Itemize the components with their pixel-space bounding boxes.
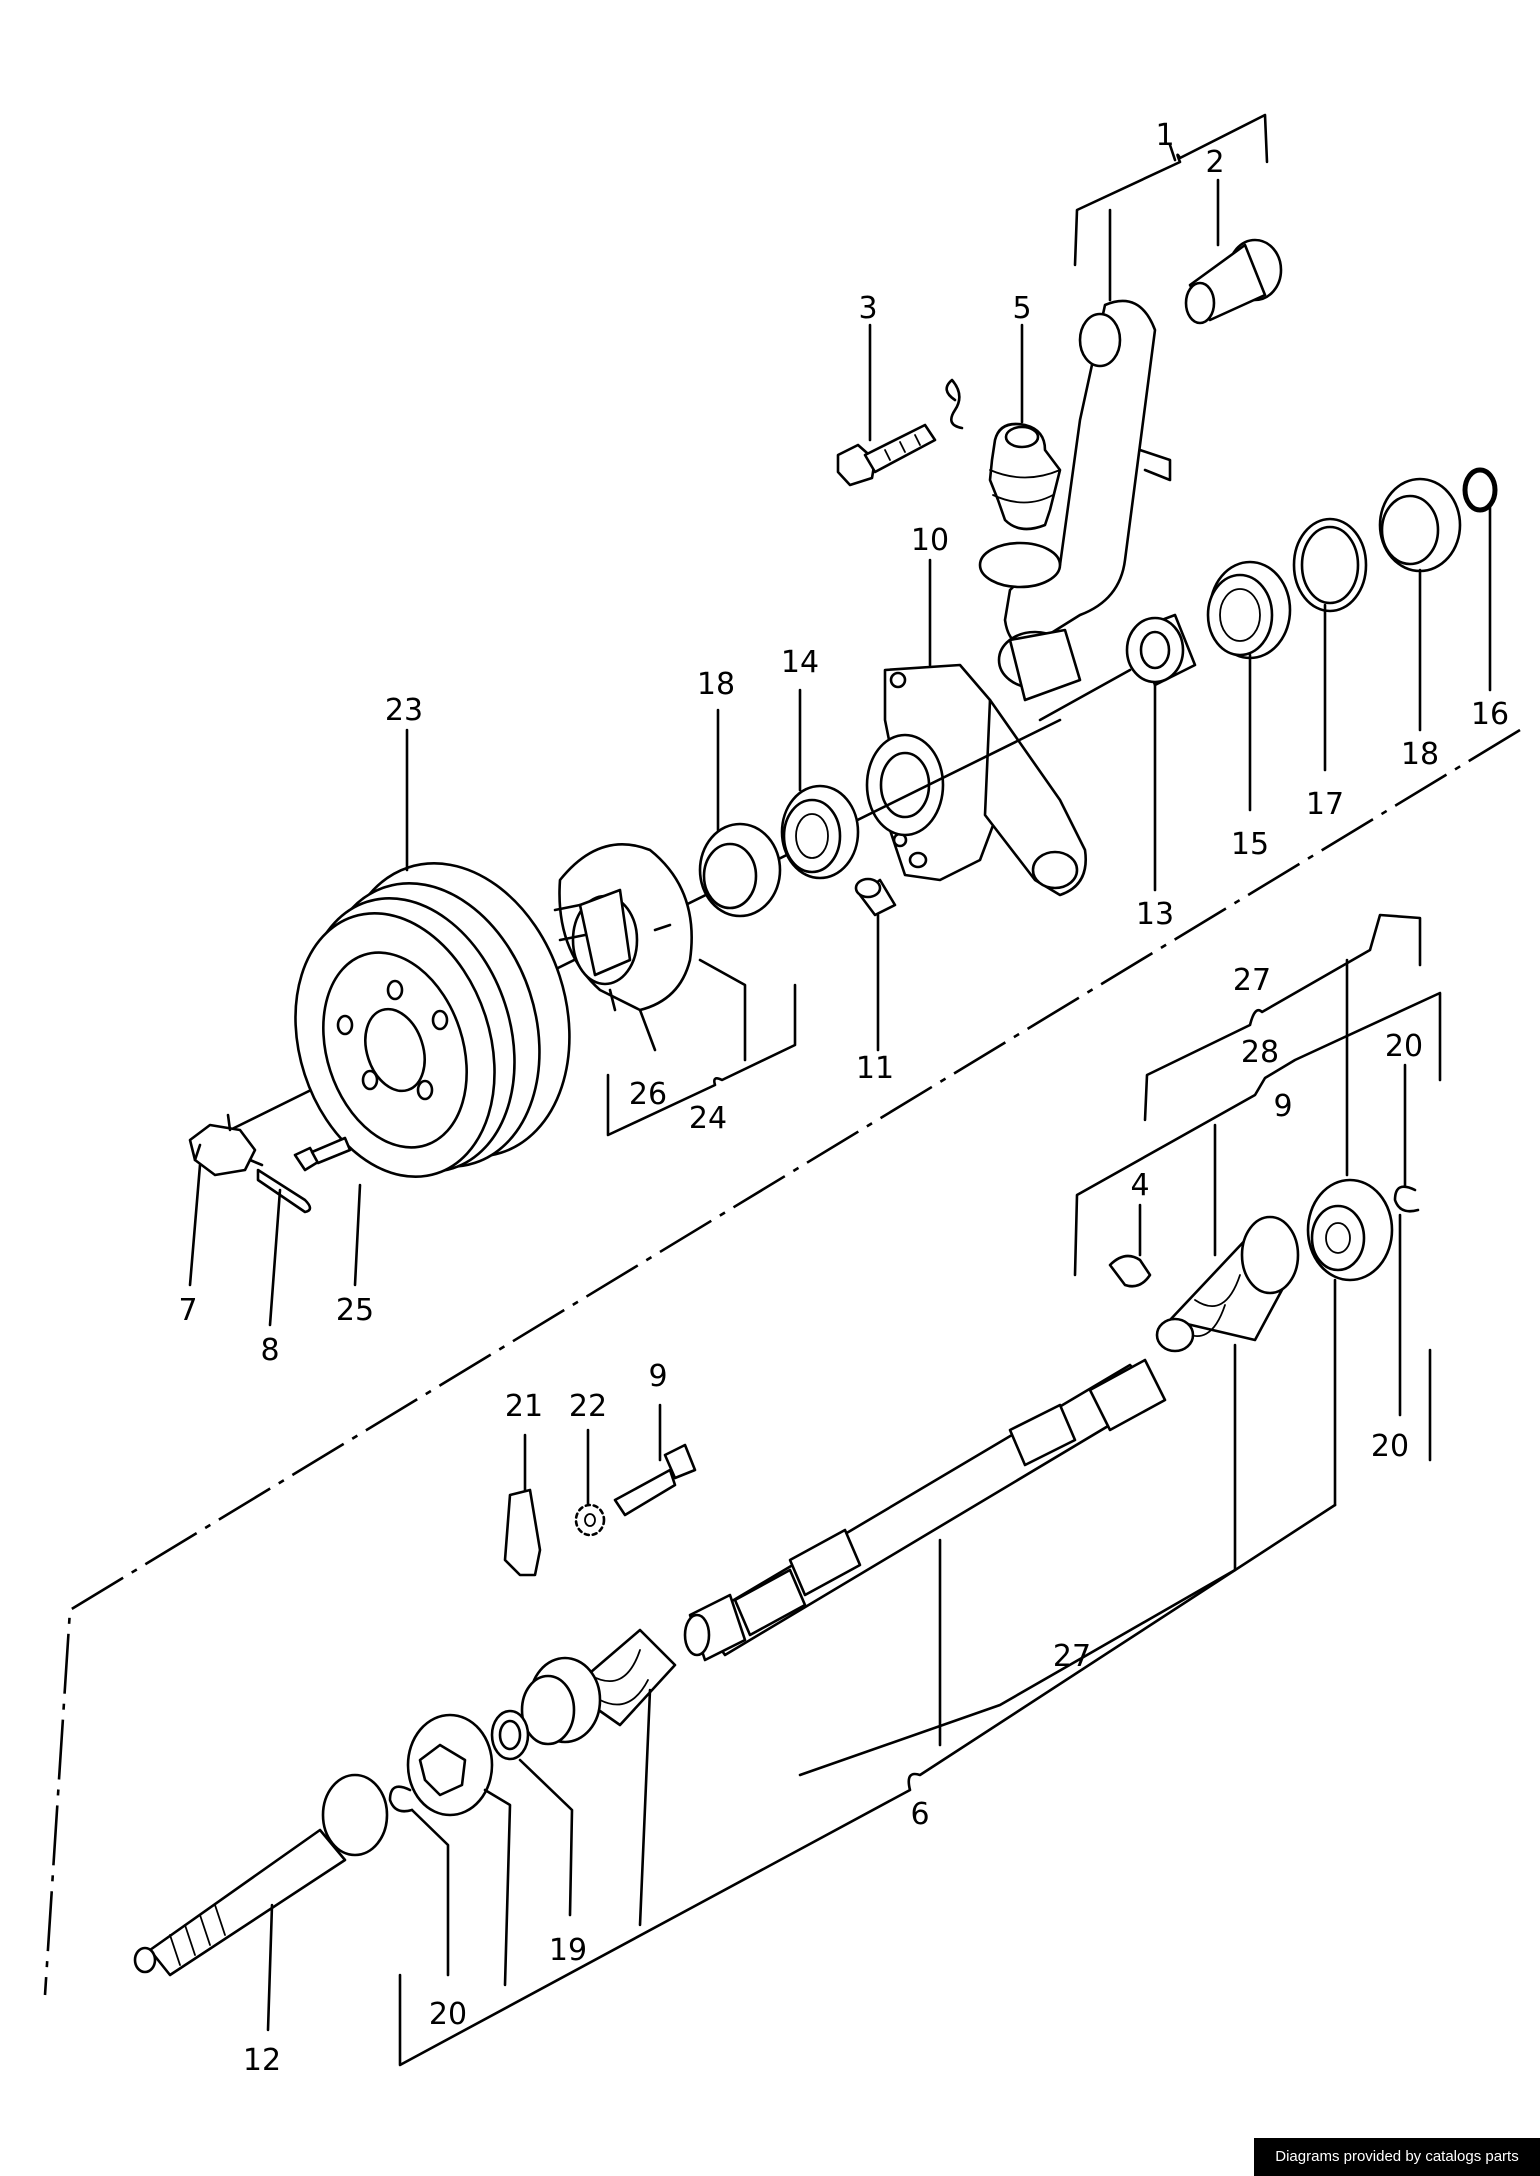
bolt-3 — [836, 423, 937, 487]
leader-12 — [266, 1903, 274, 2032]
label-18-left: 18 — [697, 667, 735, 702]
label-27-lower: 27 — [1053, 1639, 1091, 1674]
label-20-upper: 20 — [1385, 1029, 1423, 1064]
label-22: 22 — [569, 1389, 607, 1424]
bracket-20-right — [1333, 1213, 1432, 1507]
label-13: 13 — [1136, 897, 1174, 932]
hub-26 — [553, 842, 693, 1012]
label-17: 17 — [1306, 787, 1344, 822]
bracket-28-9 — [1073, 991, 1442, 1277]
leader-8 — [268, 1188, 282, 1327]
bearing-15 — [1206, 560, 1292, 660]
bolt-25 — [293, 1136, 352, 1172]
label-11: 11 — [856, 1051, 894, 1086]
leader-1 — [1168, 143, 1177, 162]
brake-drum-23 — [294, 862, 571, 1179]
pin-11 — [854, 877, 897, 917]
label-20-lower: 20 — [429, 1997, 467, 2032]
label-26: 26 — [629, 1077, 667, 1112]
label-27-upper: 27 — [1233, 963, 1271, 998]
label-24: 24 — [689, 1101, 727, 1136]
label-9-upper: 9 — [1273, 1089, 1292, 1124]
shim-plate-21 — [503, 1488, 542, 1577]
leader-7 — [188, 1163, 202, 1287]
leader-20-lower — [410, 1808, 450, 1977]
drive-shaft — [683, 1358, 1167, 1662]
washer-22 — [574, 1503, 606, 1537]
leader-lower-boot — [638, 1688, 652, 1927]
label-15: 15 — [1231, 827, 1269, 862]
bracket-6 — [398, 1503, 1337, 2067]
steering-knuckle-10 — [865, 663, 1088, 897]
label-5: 5 — [1012, 291, 1031, 326]
label-14: 14 — [781, 645, 819, 680]
cotter-pin-8 — [256, 1168, 312, 1214]
label-12: 12 — [243, 2043, 281, 2078]
label-7: 7 — [178, 1293, 197, 1328]
o-ring-16 — [1462, 467, 1498, 513]
label-23: 23 — [385, 693, 423, 728]
bracket-27-upper — [1143, 913, 1422, 1122]
label-2: 2 — [1205, 145, 1224, 180]
leader-25 — [353, 1183, 362, 1287]
leader-26 — [638, 1008, 657, 1052]
bushing-2 — [1184, 238, 1283, 325]
label-28: 28 — [1241, 1035, 1279, 1070]
label-8: 8 — [260, 1333, 279, 1368]
bracket-1 — [1073, 113, 1269, 267]
cv-joint-lower — [406, 1713, 494, 1817]
bolt-9 — [613, 1443, 697, 1517]
label-20-right: 20 — [1371, 1429, 1409, 1464]
label-21: 21 — [505, 1389, 543, 1424]
label-18-right: 18 — [1401, 737, 1439, 772]
leader-20-lower-b — [483, 1788, 512, 1987]
label-10: 10 — [911, 523, 949, 558]
label-3: 3 — [858, 291, 877, 326]
label-4: 4 — [1130, 1168, 1149, 1203]
label-16: 16 — [1471, 697, 1509, 732]
joint-boot-lower — [520, 1628, 677, 1746]
seal-18-right — [1378, 477, 1462, 573]
bracket-27-lower — [798, 1343, 1237, 1777]
clip-spring — [945, 378, 964, 430]
cv-joint-upper — [1306, 1178, 1394, 1282]
label-6: 6 — [910, 1797, 929, 1832]
snap-ring-17 — [1292, 517, 1368, 613]
section-divider — [43, 728, 1521, 1996]
credit-banner: Diagrams provided by catalogs parts — [1254, 2138, 1540, 2176]
leader-24b — [698, 958, 747, 1062]
circlip-20-upper — [1393, 1185, 1420, 1213]
bearing-14 — [780, 784, 860, 880]
label-1: 1 — [1155, 118, 1174, 153]
clamp-4 — [1108, 1254, 1152, 1288]
castle-nut-7 — [188, 1113, 264, 1177]
seal-18-left — [698, 822, 782, 918]
label-19: 19 — [549, 1933, 587, 1968]
bump-stop-5 — [978, 422, 1062, 589]
stub-axle-12 — [133, 1773, 389, 1977]
circlip-20-lower — [388, 1785, 414, 1813]
label-25: 25 — [336, 1293, 374, 1328]
bracket-24 — [606, 983, 797, 1137]
seal-19 — [490, 1709, 530, 1761]
joint-boot-upper — [1155, 1215, 1300, 1353]
leader-19 — [518, 1758, 574, 1917]
label-9-lower: 9 — [648, 1359, 667, 1394]
sleeve-13 — [1125, 613, 1197, 687]
